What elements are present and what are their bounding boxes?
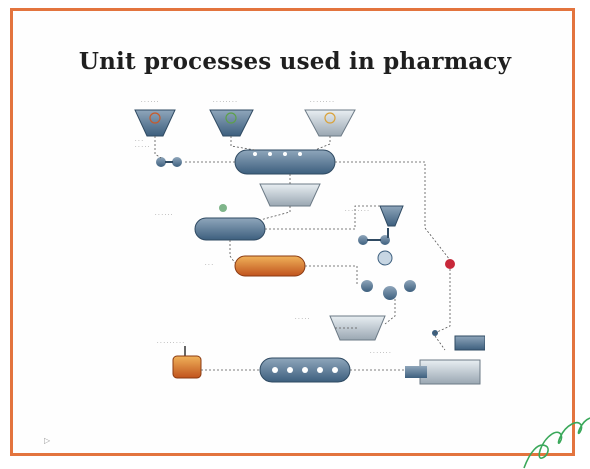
screener (361, 250, 416, 300)
svg-text:· · ·: · · · (135, 138, 143, 144)
svg-text:· · · · · · ·: · · · · · · · (370, 350, 391, 356)
svg-text:· · · · · · · ·: · · · · · · · · (213, 99, 237, 105)
collection-bin (172, 346, 202, 379)
mixer-tank (234, 149, 336, 175)
svg-text:· · · · · · · · ·: · · · · · · · · · (157, 340, 184, 346)
svg-text:· · · · · ·: · · · · · · (155, 212, 173, 218)
svg-text:· · · · · · · ·: · · · · · · · · (345, 208, 369, 214)
mill (358, 205, 404, 245)
feed-press (432, 330, 485, 351)
blender-tank (329, 315, 386, 341)
collector (259, 183, 321, 207)
pump-small (156, 157, 182, 167)
extruder (405, 359, 481, 385)
indicator-dot (445, 259, 455, 269)
hopper-1 (134, 109, 176, 137)
hopper-2 (209, 109, 254, 137)
process-diagram: · · · · · · · · · · · · · · · · · · · · … (134, 99, 485, 385)
leaf-decoration-icon (523, 417, 590, 469)
slide-title: Unit processes used in pharmacy (78, 48, 512, 75)
play-arrow-icon[interactable]: ▷ (44, 436, 51, 445)
hopper-3 (304, 109, 356, 137)
flow-lines (154, 136, 451, 371)
storage-tank (194, 204, 266, 241)
svg-text:· · · · ·: · · · · · (135, 144, 150, 150)
svg-text:· · · · · · · ·: · · · · · · · · (310, 99, 334, 105)
svg-text:· · · · ·: · · · · · (295, 316, 310, 322)
svg-text:· · ·: · · · (205, 262, 213, 268)
dryer-vessel (234, 255, 306, 277)
conveyor (259, 357, 351, 383)
svg-text:· · · · · ·: · · · · · · (141, 99, 159, 105)
